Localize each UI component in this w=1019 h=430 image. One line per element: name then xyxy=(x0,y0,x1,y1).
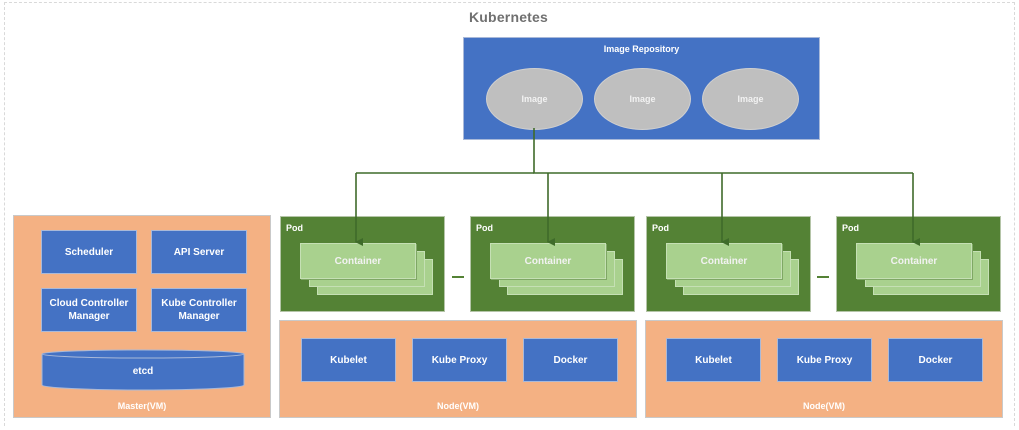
pod: Pod Container xyxy=(470,216,635,312)
diagram-frame xyxy=(4,2,1015,426)
container-label: Container xyxy=(524,255,572,267)
kube-proxy-box: Kube Proxy xyxy=(412,338,507,382)
image-node: Image xyxy=(594,68,691,130)
pod-label: Pod xyxy=(652,223,669,233)
database-icon xyxy=(41,349,245,391)
container-label: Container xyxy=(890,255,938,267)
container: Container xyxy=(666,243,782,279)
docker-box: Docker xyxy=(888,338,983,382)
image-node: Image xyxy=(702,68,799,130)
pod: Pod Container xyxy=(280,216,445,312)
image-label: Image xyxy=(629,94,656,104)
diagram-title: Kubernetes xyxy=(469,9,549,25)
container: Container xyxy=(490,243,606,279)
pod-label: Pod xyxy=(286,223,303,233)
node-label: Node(VM) xyxy=(803,401,845,411)
master-vm: Scheduler API Server Cloud Controller Ma… xyxy=(13,215,271,418)
pod: Pod Container xyxy=(836,216,1001,312)
pod-label: Pod xyxy=(476,223,493,233)
pod-separator xyxy=(452,276,464,278)
master-label: Master(VM) xyxy=(117,401,167,411)
kubelet-box: Kubelet xyxy=(301,338,396,382)
image-repository-title: Image Repository xyxy=(603,44,680,54)
image-node: Image xyxy=(486,68,583,130)
node-vm: Kubelet Kube Proxy Docker Node(VM) xyxy=(645,320,1003,418)
docker-box: Docker xyxy=(523,338,618,382)
api-server-box: API Server xyxy=(151,230,247,274)
pod-label: Pod xyxy=(842,223,859,233)
node-label: Node(VM) xyxy=(437,401,479,411)
pod-separator xyxy=(817,276,829,278)
scheduler-box: Scheduler xyxy=(41,230,137,274)
pod: Pod Container xyxy=(646,216,811,312)
container: Container xyxy=(300,243,416,279)
container: Container xyxy=(856,243,972,279)
kube-proxy-box: Kube Proxy xyxy=(777,338,872,382)
container-label: Container xyxy=(334,255,382,267)
etcd-label: etcd xyxy=(132,365,154,377)
image-repository: Image Repository Image Image Image xyxy=(463,37,820,140)
etcd-cylinder: etcd xyxy=(41,349,245,391)
cloud-controller-manager-box: Cloud Controller Manager xyxy=(41,288,137,332)
image-label: Image xyxy=(521,94,548,104)
kubelet-box: Kubelet xyxy=(666,338,761,382)
kube-controller-manager-box: Kube Controller Manager xyxy=(151,288,247,332)
container-label: Container xyxy=(700,255,748,267)
image-label: Image xyxy=(737,94,764,104)
node-vm: Kubelet Kube Proxy Docker Node(VM) xyxy=(279,320,637,418)
